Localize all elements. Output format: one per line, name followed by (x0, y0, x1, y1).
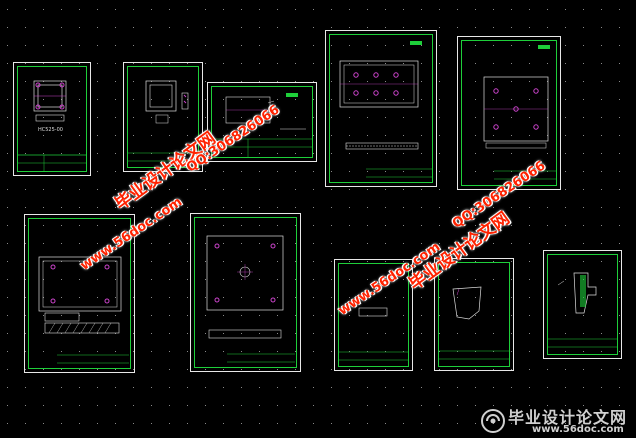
plate-landscape-drawing (212, 93, 312, 157)
sheet-punch-plate[interactable] (190, 213, 301, 372)
bracket-plan-drawing (18, 80, 86, 171)
site-logo: 毕业设计论文网 www.56doc.com (478, 404, 636, 438)
sheet-small-1[interactable] (334, 259, 413, 371)
logo-text: 毕业设计论文网 (508, 408, 628, 427)
sheet-small-3[interactable] (543, 250, 622, 359)
punch-plate-drawing (206, 235, 295, 363)
small-1-drawing (339, 307, 408, 361)
small-2-drawing (439, 286, 509, 360)
sheet-die-plate-top[interactable] (325, 30, 437, 187)
logo-mark-icon (481, 409, 505, 433)
sheet-plate-landscape[interactable] (207, 82, 317, 162)
logo-url: www.56doc.com (532, 424, 624, 435)
sheet-base-assembly[interactable] (24, 214, 135, 373)
small-3-drawing (548, 272, 617, 348)
die-plate-top-drawing (339, 41, 432, 178)
part-number-label: HC525-00 (38, 127, 63, 133)
base-assembly-drawing (38, 256, 129, 364)
bracket-side-drawing (128, 80, 198, 162)
die-plate-right-drawing (483, 45, 556, 180)
sheet-bracket-side[interactable] (123, 62, 203, 172)
sheet-bracket-plan[interactable]: HC525-00 (13, 62, 91, 176)
sheet-small-2[interactable] (434, 258, 514, 371)
sheet-die-plate-right[interactable] (457, 36, 561, 190)
